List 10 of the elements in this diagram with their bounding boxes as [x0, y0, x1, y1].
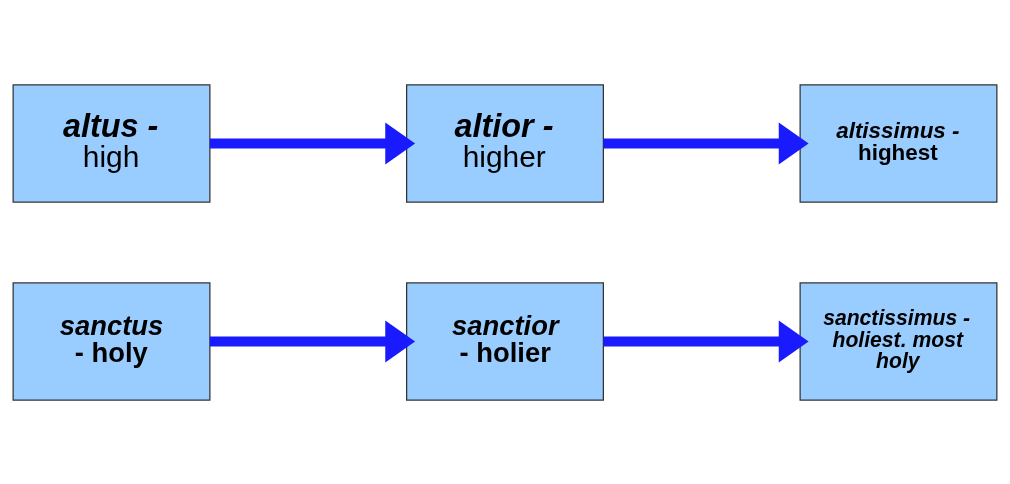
node-box: sanctissimus - holiest. most holy — [799, 281, 998, 401]
node-box: altissimus - highest — [799, 83, 998, 203]
arrow — [603, 320, 809, 362]
arrow — [209, 320, 416, 362]
node-box: altus - high — [12, 83, 211, 203]
arrow — [209, 122, 416, 164]
arrow — [603, 122, 809, 164]
node-box: sanctus - holy — [12, 281, 211, 401]
node-box: sanctior - holier — [406, 281, 604, 401]
node-box: altior - higher — [406, 83, 604, 203]
